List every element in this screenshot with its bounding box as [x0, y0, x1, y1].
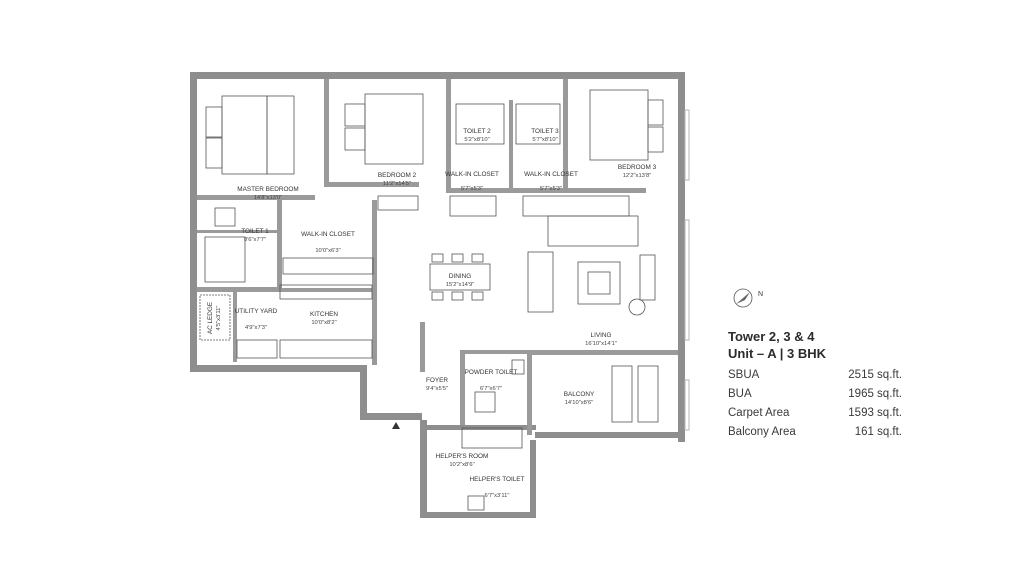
room-name: HELPER'S TOILET [470, 476, 525, 483]
room-name: TOILET 2 [463, 128, 491, 135]
room-name: LIVING [591, 332, 612, 339]
area-label: Carpet Area [728, 407, 790, 419]
room-dims: 5'2"x8'10" [464, 137, 489, 143]
room-dims: 6'7"x3'11" [485, 493, 510, 499]
room-name: WALK-IN CLOSET [301, 231, 355, 238]
room-dims: 10'2"x8'6" [449, 462, 474, 468]
room-dims: 11'2"x14'5" [383, 181, 411, 187]
room-dims: 5'7"x8'10" [532, 137, 557, 143]
room-name: UTILITY YARD [235, 308, 278, 315]
area-value: 2515 sq.ft. [848, 369, 902, 381]
area-label: BUA [728, 388, 752, 400]
room-dims: 12'2"x13'8" [623, 173, 652, 179]
room-dims: 10'0"x6'3" [315, 248, 340, 254]
unit-title: Unit – A | 3 BHK [728, 346, 827, 361]
area-value: 1965 sq.ft. [848, 388, 902, 400]
room-name: HELPER'S ROOM [436, 453, 489, 460]
unit-info-panel: Tower 2, 3 & 4 Unit – A | 3 BHK SBUA 251… [728, 328, 902, 442]
room-dims: 15'2"x14'9" [446, 282, 475, 288]
room-name: MASTER BEDROOM [237, 186, 298, 193]
room-name: BEDROOM 3 [618, 164, 657, 171]
room-labels: MASTER BEDROOM 14'8"x13'0" BEDROOM 2 11'… [207, 128, 657, 499]
area-label: SBUA [728, 369, 760, 381]
room-dims: 14'8"x13'0" [254, 195, 283, 201]
area-row: BUA 1965 sq.ft. [728, 385, 902, 404]
room-name: WALK-IN CLOSET [524, 171, 578, 178]
room-dims: 4'9"x7'3" [245, 325, 267, 331]
area-row: SBUA 2515 sq.ft. [728, 366, 902, 385]
area-row: Carpet Area 1593 sq.ft. [728, 404, 902, 423]
north-label: N [758, 291, 763, 298]
area-value: 161 sq.ft. [854, 426, 902, 438]
room-dims: 6'7"x6'7" [480, 386, 502, 392]
room-dims: 4'5"x3'11" [216, 306, 222, 331]
tower-title: Tower 2, 3 & 4 [728, 329, 815, 344]
room-dims: 10'0"x8'2" [311, 320, 336, 326]
room-name: POWDER TOILET [465, 369, 518, 376]
area-value: 1593 sq.ft. [848, 407, 902, 419]
room-name: AC LEDGE [207, 302, 214, 334]
room-dims: 5'7"x5'3" [461, 186, 483, 192]
room-name: TOILET 1 [241, 228, 269, 235]
room-name: KITCHEN [310, 311, 338, 318]
room-dims: 16'10"x14'1" [585, 341, 617, 347]
room-dims: 5'7"x5'3" [540, 186, 562, 192]
compass-icon: N [733, 288, 763, 308]
room-dims: 9'4"x5'5" [426, 386, 448, 392]
interior-walls [197, 79, 678, 435]
room-name: FOYER [426, 377, 448, 384]
area-row: Balcony Area 161 sq.ft. [728, 423, 902, 442]
furniture [199, 89, 664, 511]
entrance-marker-icon [392, 422, 400, 429]
room-dims: 14'10"x8'6" [565, 400, 594, 406]
area-label: Balcony Area [728, 426, 796, 438]
room-dims: 8'6"x7'7" [244, 237, 266, 243]
room-name: BALCONY [564, 391, 595, 398]
room-name: DINING [449, 273, 471, 280]
room-name: BEDROOM 2 [378, 172, 417, 179]
windows [684, 109, 690, 431]
room-name: TOILET 3 [531, 128, 559, 135]
outer-walls [190, 72, 685, 518]
room-name: WALK-IN CLOSET [445, 171, 499, 178]
